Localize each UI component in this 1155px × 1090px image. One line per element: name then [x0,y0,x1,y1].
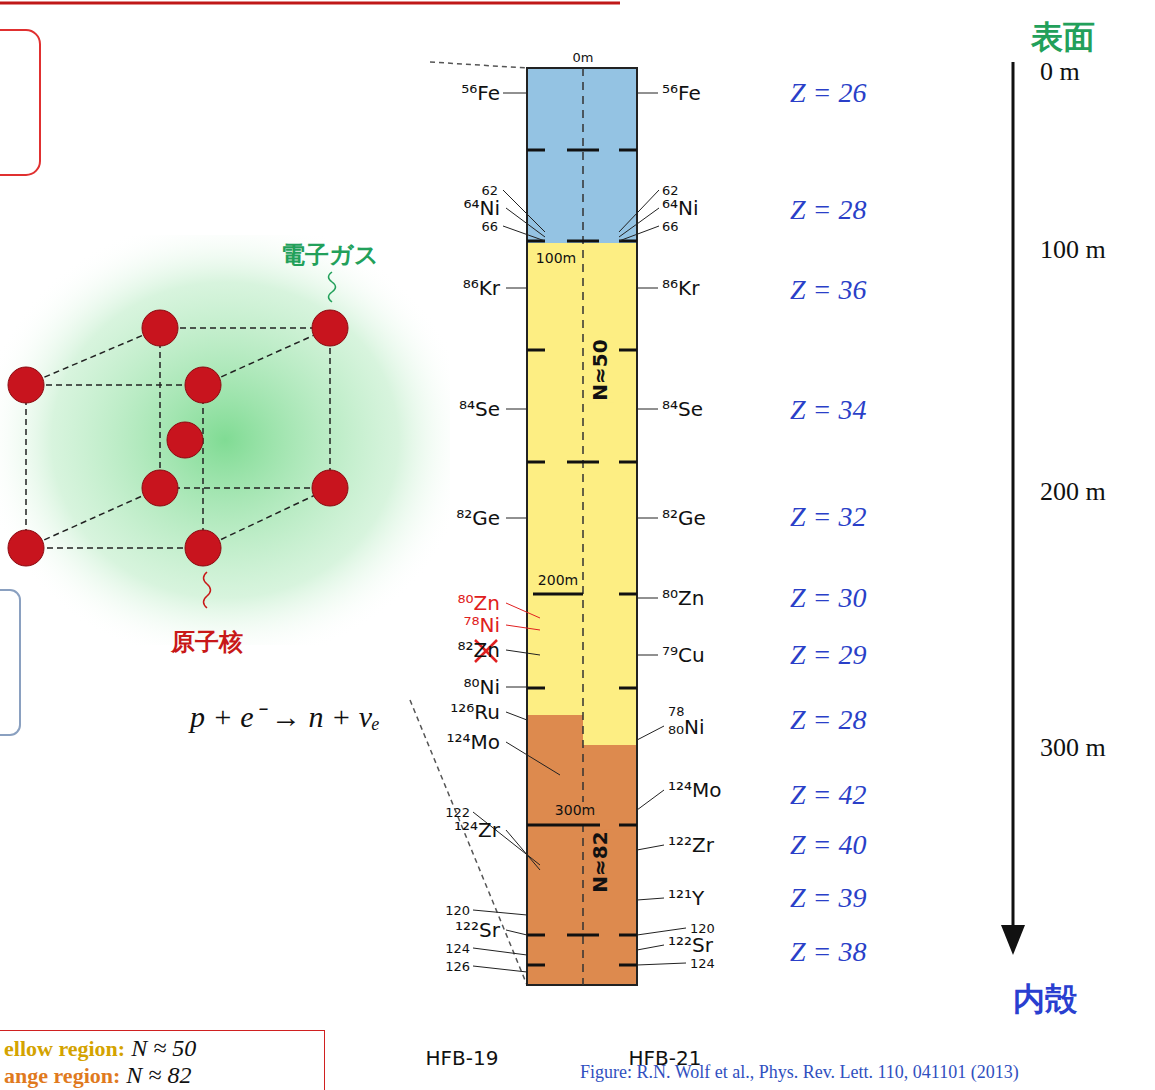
divider [582,68,584,985]
diagram-label: 62 [481,183,498,198]
leader-lines [473,93,686,972]
yellow-band [583,243,637,745]
zoom-line [410,700,527,985]
proton-number: Z = 40 [790,829,866,861]
depth-label: 300 m [1040,733,1106,763]
proton-number: Z = 28 [790,194,866,226]
diagram-label: Figure: R.N. Wolf et al., Phys. Rev. Let… [580,1062,1019,1083]
diagram-label: 66 [481,219,498,234]
diagram-label: 62 [662,183,679,198]
diagram-label: N≈82 [586,829,614,894]
diagram-label: ¹²¹Y [668,886,704,910]
depth-label: 100 m [1040,235,1106,265]
diagram-label: ¹²⁶Ru [450,700,500,724]
diagram-label: 66 [662,219,679,234]
nuclei [8,310,348,566]
diagram-label: ⁸⁴Se [459,397,500,421]
proton-number: Z = 30 [790,582,866,614]
diagram-label: 100m [534,250,578,266]
diagram-label: 126 [445,959,470,974]
diagram-label: ¹²⁴Mo [668,778,722,802]
depth-label: 0 m [1040,57,1080,87]
diagram-label: ⁸²Zn [458,638,500,662]
ticks [527,150,637,965]
proton-number: Z = 42 [790,779,866,811]
diagram-label: ⁸⁴Se [662,397,703,421]
diagram-label: 300m [553,802,597,818]
proton-number: Z = 28 [790,704,866,736]
proton-number: Z = 36 [790,274,866,306]
diagram-label: ⁷⁸Ni [463,613,500,637]
diagram-label: ⁵⁶Fe [662,81,701,105]
region-name: ellow region: [4,1036,125,1061]
diagram-label: 122 [445,805,470,820]
red-leader-lines [506,603,540,630]
region-name: ange region: [4,1063,120,1088]
leader-squiggle [329,272,336,302]
diagram-label: 120 [445,903,470,918]
neutron-number: N ≈ 82 [126,1062,191,1088]
proton-number: Z = 29 [790,639,866,671]
note-row: ange region:N ≈ 82 [4,1062,314,1089]
diagram-label: p + e⁻ → n + νₑ [190,695,380,736]
proton-number: Z = 32 [790,501,866,533]
diagram-label: ⁵⁶Fe [461,81,500,105]
diagram-label: ¹²²Zr [668,833,714,857]
proton-number: Z = 38 [790,936,866,968]
diagram-label: ¹²²Sr [455,918,500,942]
diagram-label: 電子ガス [281,239,379,271]
depth-arrow [1012,62,1015,930]
diagram-label: 内殻 [1013,978,1077,1022]
diagram-label: ¹²⁴Zr [454,818,500,842]
diagram-label: ⁸⁰Zn [458,591,500,615]
yellow-band [527,243,583,715]
proton-number: Z = 39 [790,882,866,914]
diagram-label: ₈₀Ni [668,715,705,739]
arrow-head [1001,925,1025,955]
bar-outline [527,68,637,985]
diagram-label: ⁸⁶Kr [463,276,500,300]
diagram-label: HFB-19 [426,1046,499,1070]
note-row: ellow region:N ≈ 50 [4,1035,314,1062]
depth-label: 200 m [1040,477,1106,507]
orange-band [527,715,583,985]
proton-number: Z = 26 [790,77,866,109]
region-note-box: ellow region:N ≈ 50ange region:N ≈ 82 [0,1030,325,1090]
diagram-label: 200m [536,572,580,588]
diagram-label: ¹²⁴Mo [446,730,500,754]
diagram-label: 124 [690,956,715,971]
proton-number: Z = 34 [790,394,866,426]
partial-box [0,30,40,175]
diagram-label: ⁷⁹Cu [662,643,705,667]
lattice-edges [26,328,330,548]
blue-band [527,68,637,243]
diagram-label: ⁶⁴Ni [662,196,699,220]
diagram-label: ⁸⁶Kr [662,276,699,300]
leader-squiggle [204,572,211,608]
orange-band [583,745,637,985]
zoom-line [430,62,527,68]
electron-gas [0,235,450,645]
diagram-label: 表面 [1031,16,1095,60]
diagram-label: ¹²²Sr [668,933,713,957]
neutron-number: N ≈ 50 [131,1035,196,1061]
diagram-label: 0m [573,50,594,65]
slide-rule [0,2,620,5]
diagram-label: ⁸²Ge [662,506,706,530]
diagram-label: ⁸²Ge [456,506,500,530]
diagram-label: N≈50 [586,337,614,402]
diagram-label: ⁸⁰Zn [662,586,704,610]
diagram-label: 124 [445,941,470,956]
diagram-label: 原子核 [171,626,243,658]
diagram-label: ⁶⁴Ni [463,196,500,220]
diagram-label: ⁸⁰Ni [463,675,500,699]
